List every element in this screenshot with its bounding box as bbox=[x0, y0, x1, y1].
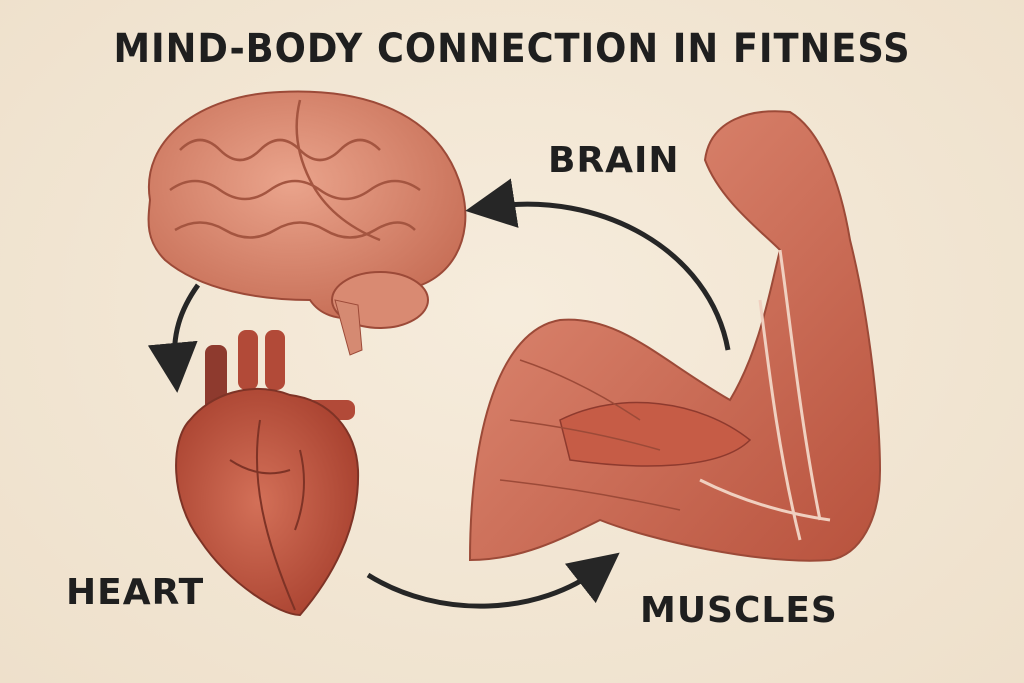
brain-illustration bbox=[147, 90, 467, 356]
arrow-muscles-to-brain bbox=[465, 178, 731, 351]
arrow-heart-to-muscles bbox=[366, 552, 620, 609]
heart-label: HEART bbox=[66, 572, 205, 613]
muscles-label: MUSCLES bbox=[640, 590, 838, 631]
arrow-brain-to-heart bbox=[147, 283, 201, 393]
arm-muscles-illustration bbox=[468, 110, 882, 562]
brain-label: BRAIN bbox=[548, 140, 680, 181]
page-title: MIND-BODY CONNECTION IN FITNESS bbox=[113, 26, 911, 72]
heart-illustration bbox=[175, 330, 360, 617]
